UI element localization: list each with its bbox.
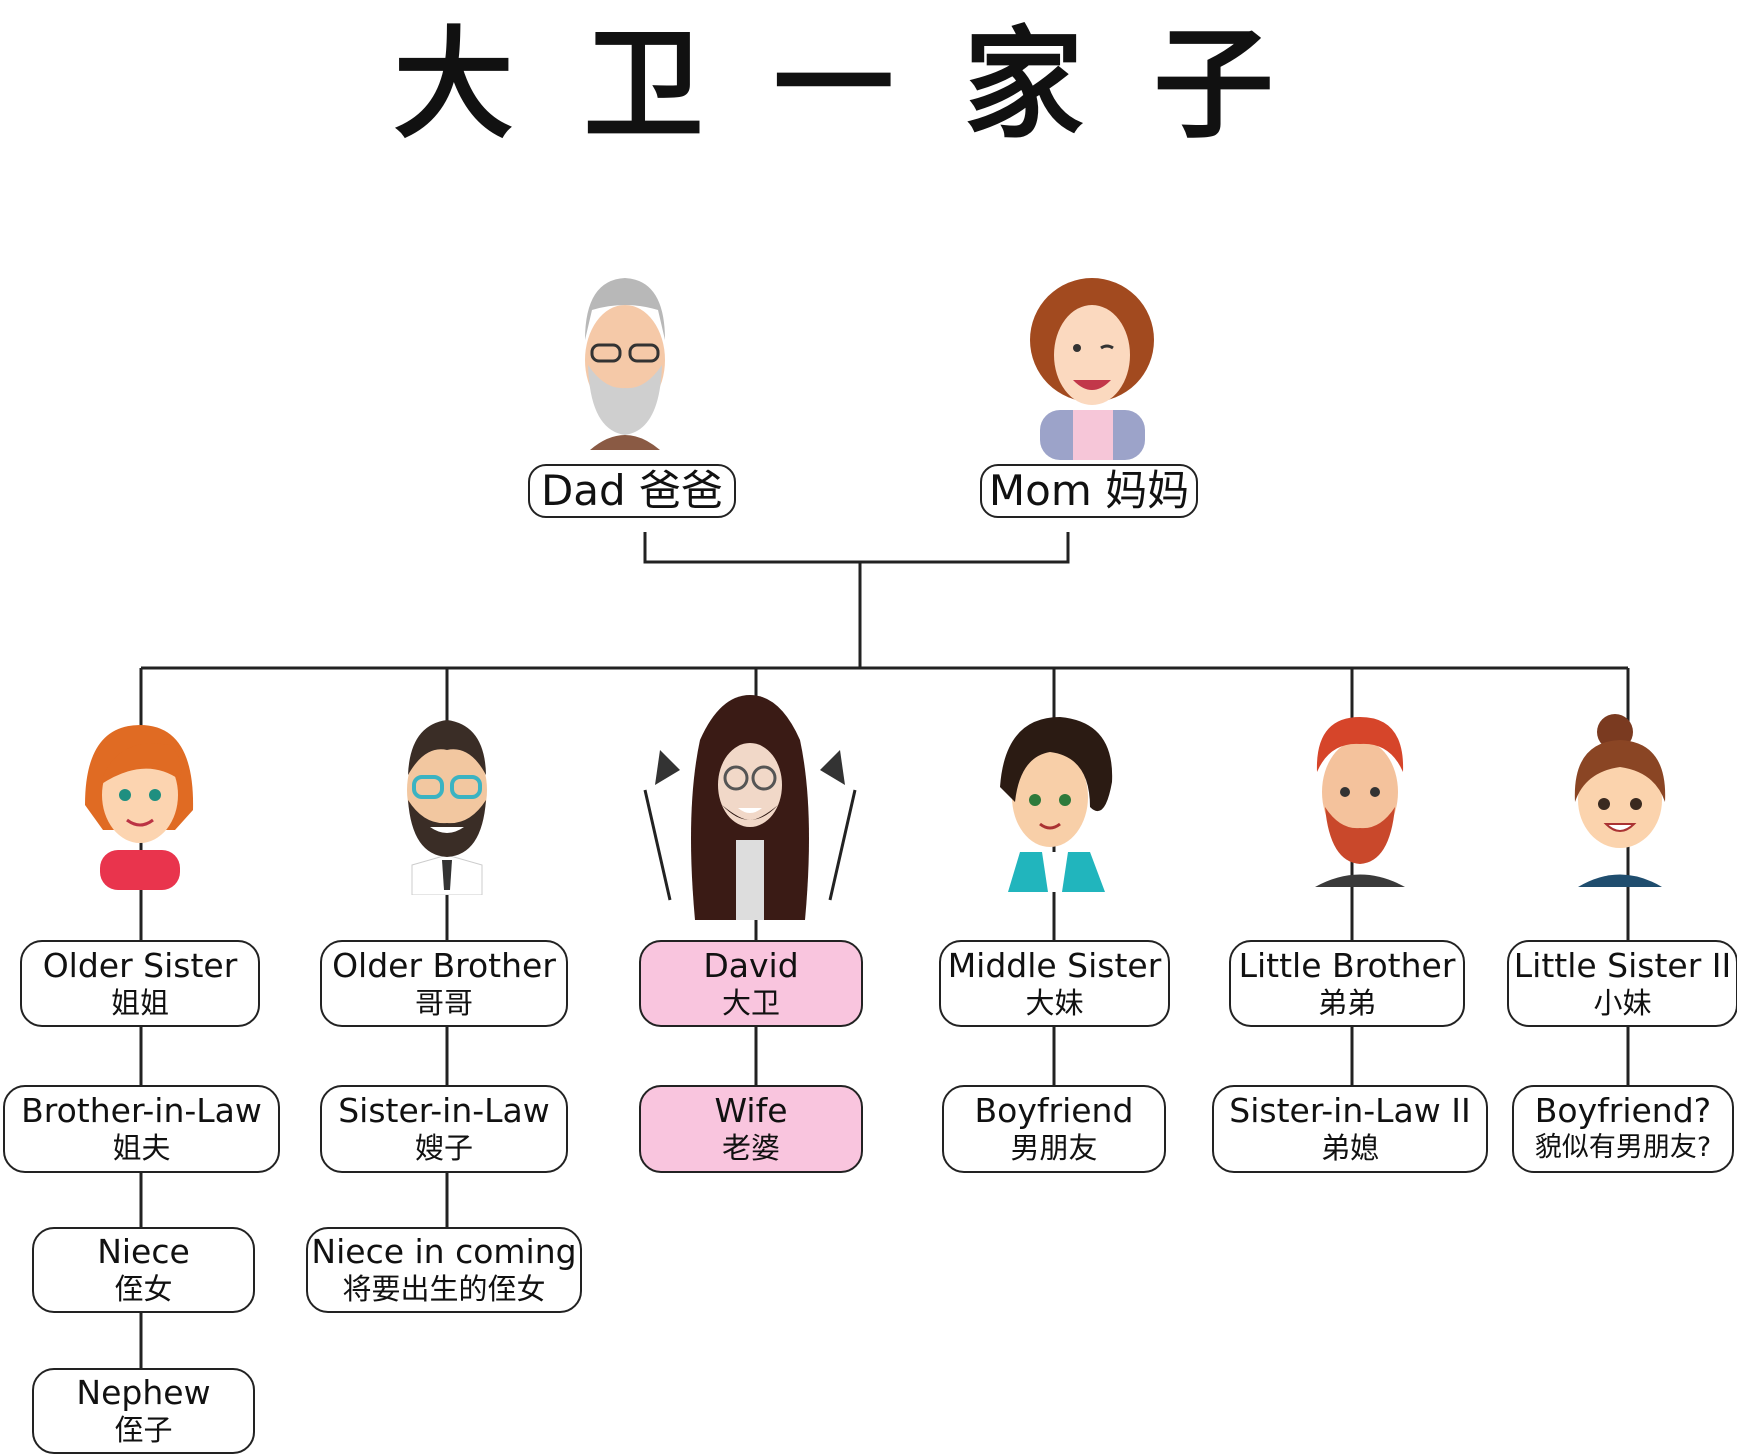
dad-avatar [585, 278, 665, 450]
little-sister-avatar [1574, 714, 1666, 887]
older-brother-node: Older Brother 哥哥 [320, 940, 568, 1027]
node-label-en: Little Brother [1238, 945, 1456, 985]
node-label-zh: 弟媳 [1320, 1131, 1379, 1165]
dad-node: Dad 爸爸 [528, 464, 736, 518]
sister-in-law-node: Sister-in-Law 嫂子 [320, 1085, 568, 1173]
david-avatar [643, 695, 857, 920]
niece-node: Niece 侄女 [32, 1227, 255, 1313]
node-label-zh: 姐姐 [110, 985, 169, 1020]
node-label-en: Wife [714, 1091, 788, 1130]
boyfriend-node: Boyfriend 男朋友 [942, 1085, 1166, 1173]
node-label-zh: 男朋友 [1010, 1131, 1098, 1165]
older-sister-node: Older Sister 姐姐 [20, 940, 260, 1027]
node-label-zh: 大妹 [1025, 985, 1084, 1020]
node-label-en: Little Sister II [1513, 945, 1732, 985]
node-label-en: Sister-in-Law [338, 1091, 550, 1130]
boyfriend-maybe-node: Boyfriend? 貌似有男朋友? [1512, 1085, 1734, 1173]
node-label-en: Middle Sister [947, 945, 1162, 985]
node-label-en: Sister-in-Law II [1229, 1091, 1471, 1130]
older-sister-avatar [85, 725, 194, 890]
node-label-en: David [703, 945, 799, 985]
mom-node: Mom 妈妈 [980, 464, 1198, 518]
node-label-en: Older Brother [332, 945, 556, 985]
little-sister-node: Little Sister II 小妹 [1507, 940, 1737, 1027]
node-label-en: Niece [97, 1232, 190, 1271]
node-label-zh: 哥哥 [414, 985, 473, 1020]
wife-node: Wife 老婆 [639, 1085, 863, 1173]
node-label-zh: 老婆 [721, 1131, 780, 1165]
middle-sister-node: Middle Sister 大妹 [939, 940, 1170, 1027]
node-label-zh: 小妹 [1593, 985, 1652, 1020]
node-label-en: Boyfriend [974, 1091, 1134, 1130]
brother-in-law-node: Brother-in-Law 姐夫 [3, 1085, 280, 1173]
node-label-zh: 侄女 [114, 1272, 173, 1306]
node-label-en: Nephew [76, 1373, 211, 1412]
sister-in-law-2-node: Sister-in-Law II 弟媳 [1212, 1085, 1488, 1173]
nephew-node: Nephew 侄子 [32, 1368, 255, 1454]
node-label-zh: 貌似有男朋友? [1534, 1132, 1712, 1163]
page-title: 大卫一家子 [393, 14, 1344, 155]
node-label-en: Boyfriend? [1534, 1091, 1712, 1130]
node-label-zh: 嫂子 [414, 1131, 473, 1165]
node-label-zh: 弟弟 [1317, 985, 1376, 1020]
older-brother-avatar [407, 720, 487, 895]
little-brother-avatar [1315, 717, 1405, 887]
node-label-en: Niece in coming [311, 1232, 577, 1271]
david-node: David 大卫 [639, 940, 863, 1027]
node-label-zh: 将要出生的侄女 [342, 1272, 546, 1306]
niece-coming-node: Niece in coming 将要出生的侄女 [306, 1227, 582, 1313]
node-label-zh: 姐夫 [112, 1131, 171, 1165]
node-label-en: Brother-in-Law [21, 1091, 262, 1130]
node-label-en: Older Sister [42, 945, 238, 985]
mom-avatar [1030, 278, 1154, 460]
node-label-zh: 大卫 [721, 985, 780, 1020]
middle-sister-avatar [1000, 717, 1113, 892]
node-label-zh: 侄子 [114, 1413, 173, 1447]
little-brother-node: Little Brother 弟弟 [1229, 940, 1465, 1027]
